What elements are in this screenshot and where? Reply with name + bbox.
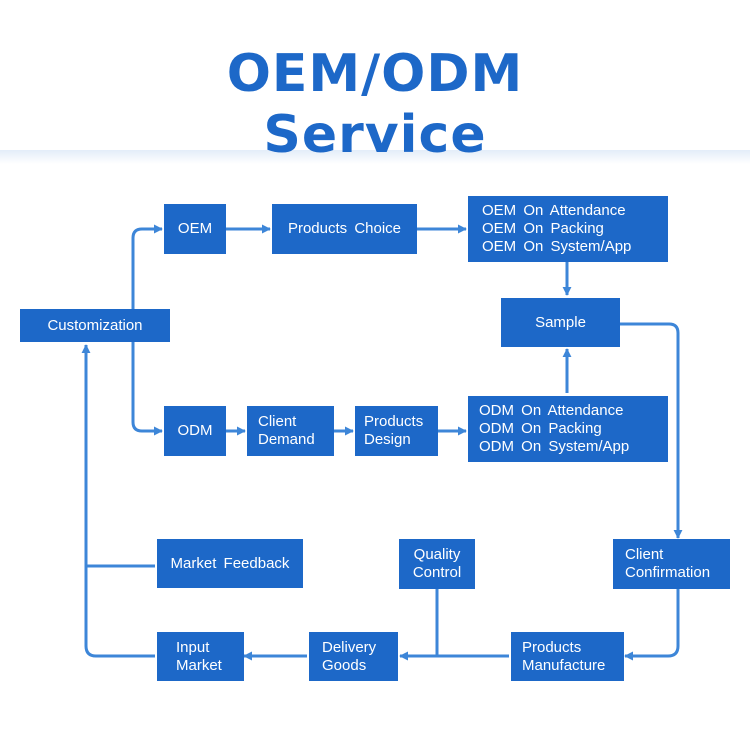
odm-option-system: ODM On System/App	[479, 438, 630, 455]
title-line-1: OEM/ODM	[226, 44, 524, 104]
title-line-2: Service	[263, 105, 487, 165]
products-manufacture-line-2: Manufacture	[522, 656, 606, 674]
customization-node: Customization	[20, 309, 170, 342]
delivery-goods-line-1: Delivery	[322, 638, 377, 656]
sample-label: Sample	[535, 313, 586, 331]
client-confirmation-line-1: Client	[625, 546, 664, 563]
quality-control-node: Quality Control	[399, 539, 475, 589]
connector-confirmation-manufacture	[624, 589, 680, 661]
client-demand-line-2: Demand	[258, 431, 315, 448]
client-demand-line-1: Client	[258, 413, 297, 430]
delivery-goods-line-2: Goods	[322, 656, 367, 674]
products-choice-node: Products Choice	[272, 204, 417, 254]
sample-node: Sample	[501, 298, 620, 347]
odm-option-attendance: ODM On Attendance	[479, 402, 624, 419]
connector-input-customization	[81, 344, 155, 658]
oem-options-node: OEM On Attendance OEM On Packing OEM On …	[468, 196, 668, 262]
input-market-line-1: Input	[176, 638, 210, 656]
delivery-goods-node: Delivery Goods	[309, 632, 398, 681]
products-design-line-2: Design	[364, 431, 411, 448]
connector-customization-odm	[131, 342, 163, 436]
oem-option-system: OEM On System/App	[482, 238, 632, 255]
quality-control-line-1: Quality	[413, 546, 461, 563]
oem-label: OEM	[177, 220, 213, 237]
oem-option-attendance: OEM On Attendance	[482, 202, 626, 219]
odm-option-packing: ODM On Packing	[479, 420, 602, 437]
connector-sample-confirmation	[620, 322, 683, 539]
oem-option-packing: OEM On Packing	[482, 220, 604, 237]
connector-customization-oem	[131, 224, 163, 309]
client-demand-node: Client Demand	[247, 406, 334, 456]
products-manufacture-node: Products Manufacture	[511, 632, 624, 681]
products-manufacture-line-1: Products	[522, 638, 582, 656]
products-design-node: Products Design	[355, 406, 438, 456]
market-feedback-node: Market Feedback	[157, 539, 303, 588]
odm-options-node: ODM On Attendance ODM On Packing ODM On …	[468, 396, 668, 462]
client-confirmation-node: Client Confirmation	[613, 539, 730, 589]
products-choice-label: Products Choice	[287, 220, 402, 237]
market-feedback-label: Market Feedback	[170, 554, 290, 572]
odm-node: ODM	[164, 406, 226, 456]
oem-node: OEM	[164, 204, 226, 254]
customization-label: Customization	[47, 316, 143, 334]
odm-label: ODM	[177, 422, 213, 439]
input-market-line-2: Market	[176, 656, 222, 674]
client-confirmation-line-2: Confirmation	[625, 564, 711, 581]
quality-control-line-2: Control	[412, 564, 462, 581]
products-design-line-1: Products	[364, 413, 424, 430]
input-market-node: Input Market	[157, 632, 244, 681]
